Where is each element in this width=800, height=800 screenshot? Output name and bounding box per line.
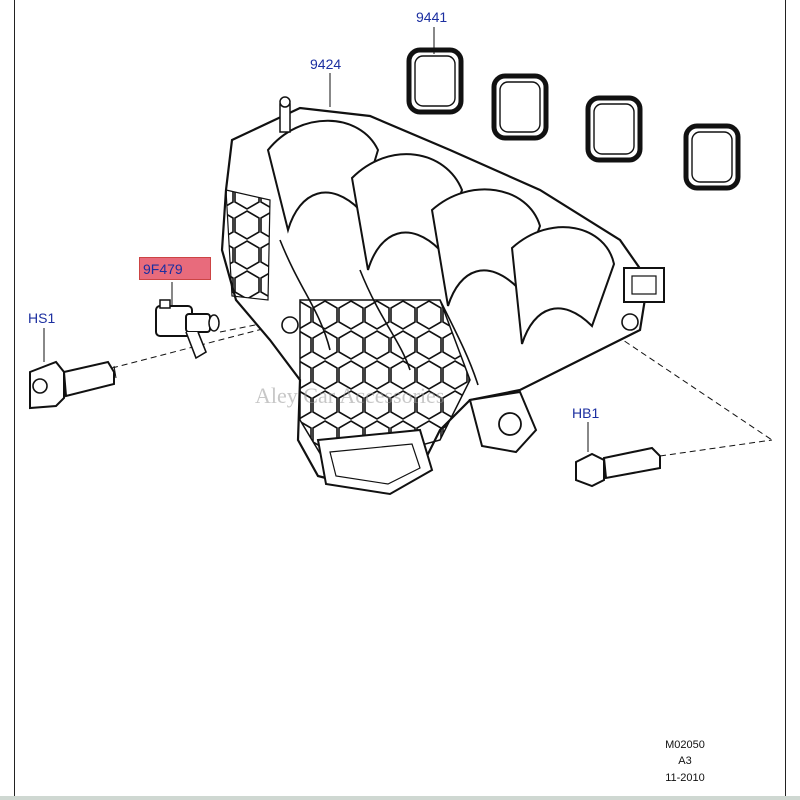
gasket-1[interactable] [406, 47, 464, 115]
bolt-hb1[interactable] [575, 446, 661, 488]
bolt-hs1[interactable] [29, 360, 117, 410]
watermark: Aley Car Accessories [255, 383, 444, 408]
intake-manifold[interactable] [220, 96, 665, 496]
gasket-group [406, 47, 741, 191]
map-sensor[interactable] [155, 299, 220, 360]
gasket-2[interactable] [491, 73, 549, 141]
sensor-callout-highlight[interactable] [139, 257, 211, 280]
callout-manifold[interactable]: 9424 [310, 56, 341, 72]
callout-bolt-left[interactable]: HS1 [28, 310, 55, 326]
drawing-date: 11-2010 [665, 772, 705, 784]
bottom-bar [0, 796, 800, 800]
drawing-revision: A3 [678, 755, 692, 767]
diagram-frame [14, 0, 786, 796]
gasket-3[interactable] [585, 95, 643, 163]
drawing-id: M02050 [665, 739, 705, 751]
callout-gasket[interactable]: 9441 [416, 9, 447, 25]
callout-sensor[interactable]: 9F479 [143, 261, 183, 277]
gasket-4[interactable] [683, 123, 741, 191]
callout-bolt-right[interactable]: HB1 [572, 405, 599, 421]
